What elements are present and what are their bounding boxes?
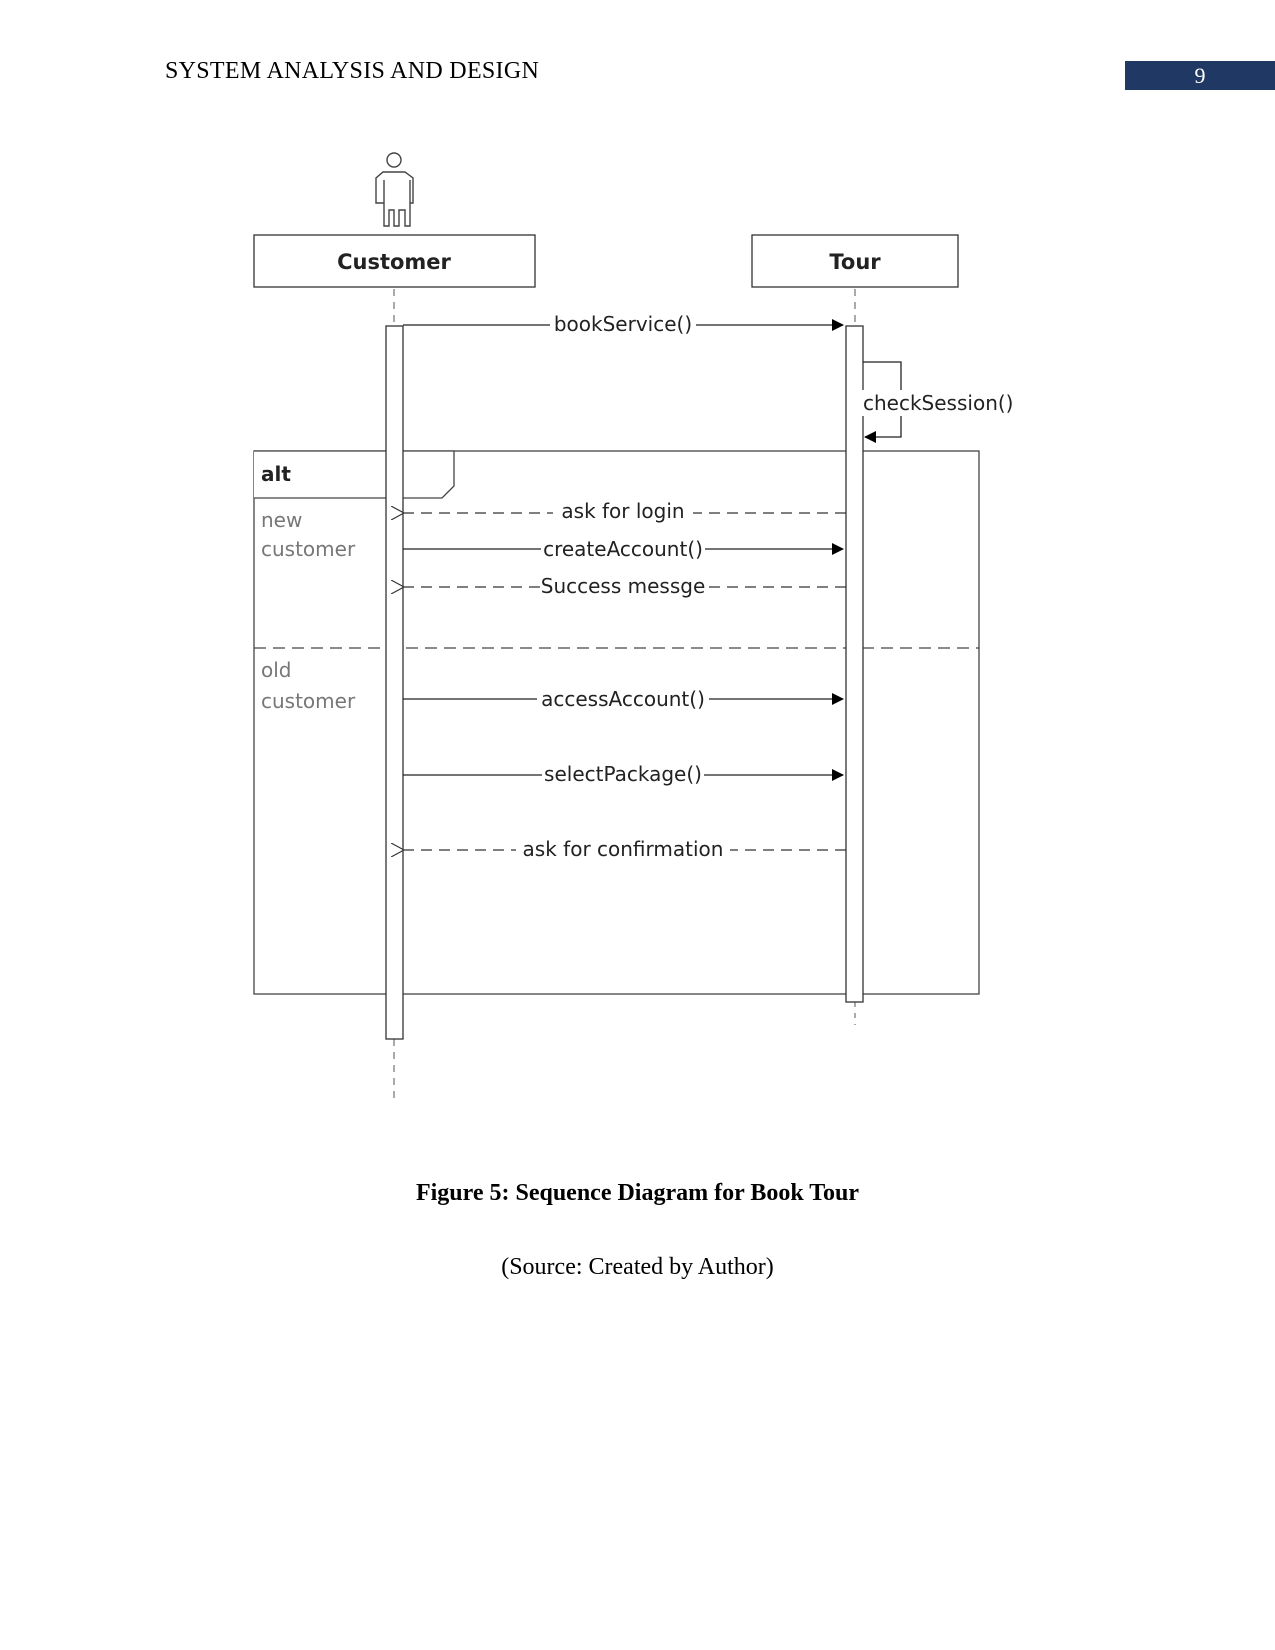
running-head: SYSTEM ANALYSIS AND DESIGN xyxy=(165,58,540,84)
message-ask-for-login: ask for login xyxy=(404,498,846,524)
message-access-account: accessAccount() xyxy=(403,685,844,711)
guard-old-customer-line-1: old xyxy=(261,658,292,682)
lifeline-customer-label: Customer xyxy=(337,250,451,274)
lifeline-customer: Customer xyxy=(253,234,536,288)
message-success-label: Success messge xyxy=(541,574,706,598)
message-ask-for-login-label: ask for login xyxy=(561,499,684,523)
lifeline-tour-label: Tour xyxy=(829,250,881,274)
guard-new-customer-line-1: new xyxy=(261,508,302,532)
actor-icon xyxy=(375,152,414,227)
sequence-diagram: Customer Tour alt new customer old custo… xyxy=(253,152,1016,1100)
figure-caption: Figure 5: Sequence Diagram for Book Tour xyxy=(415,1180,860,1206)
activation-customer xyxy=(385,325,404,1040)
page-number: 9 xyxy=(1125,61,1275,90)
alt-fragment: alt new customer old customer xyxy=(253,450,980,995)
lifeline-tour: Tour xyxy=(751,234,959,288)
guard-new-customer-line-2: customer xyxy=(261,537,356,561)
message-check-session-label: checkSession() xyxy=(863,391,1013,415)
message-ask-for-confirmation-label: ask for confirmation xyxy=(523,837,724,861)
message-select-package-label: selectPackage() xyxy=(544,762,702,786)
message-access-account-label: accessAccount() xyxy=(541,687,705,711)
guard-old-customer-line-2: customer xyxy=(261,689,356,713)
message-book-service: bookService() xyxy=(403,310,844,336)
message-ask-for-confirmation: ask for confirmation xyxy=(404,835,846,861)
alt-operator-label: alt xyxy=(261,462,291,486)
message-create-account: createAccount() xyxy=(403,535,844,561)
message-select-package: selectPackage() xyxy=(403,760,844,786)
message-success: Success messge xyxy=(404,572,846,598)
message-book-service-label: bookService() xyxy=(554,312,692,336)
message-create-account-label: createAccount() xyxy=(543,537,703,561)
message-check-session: checkSession() xyxy=(862,361,1016,443)
activation-tour xyxy=(845,325,864,1003)
figure-source: (Source: Created by Author) xyxy=(501,1254,774,1280)
